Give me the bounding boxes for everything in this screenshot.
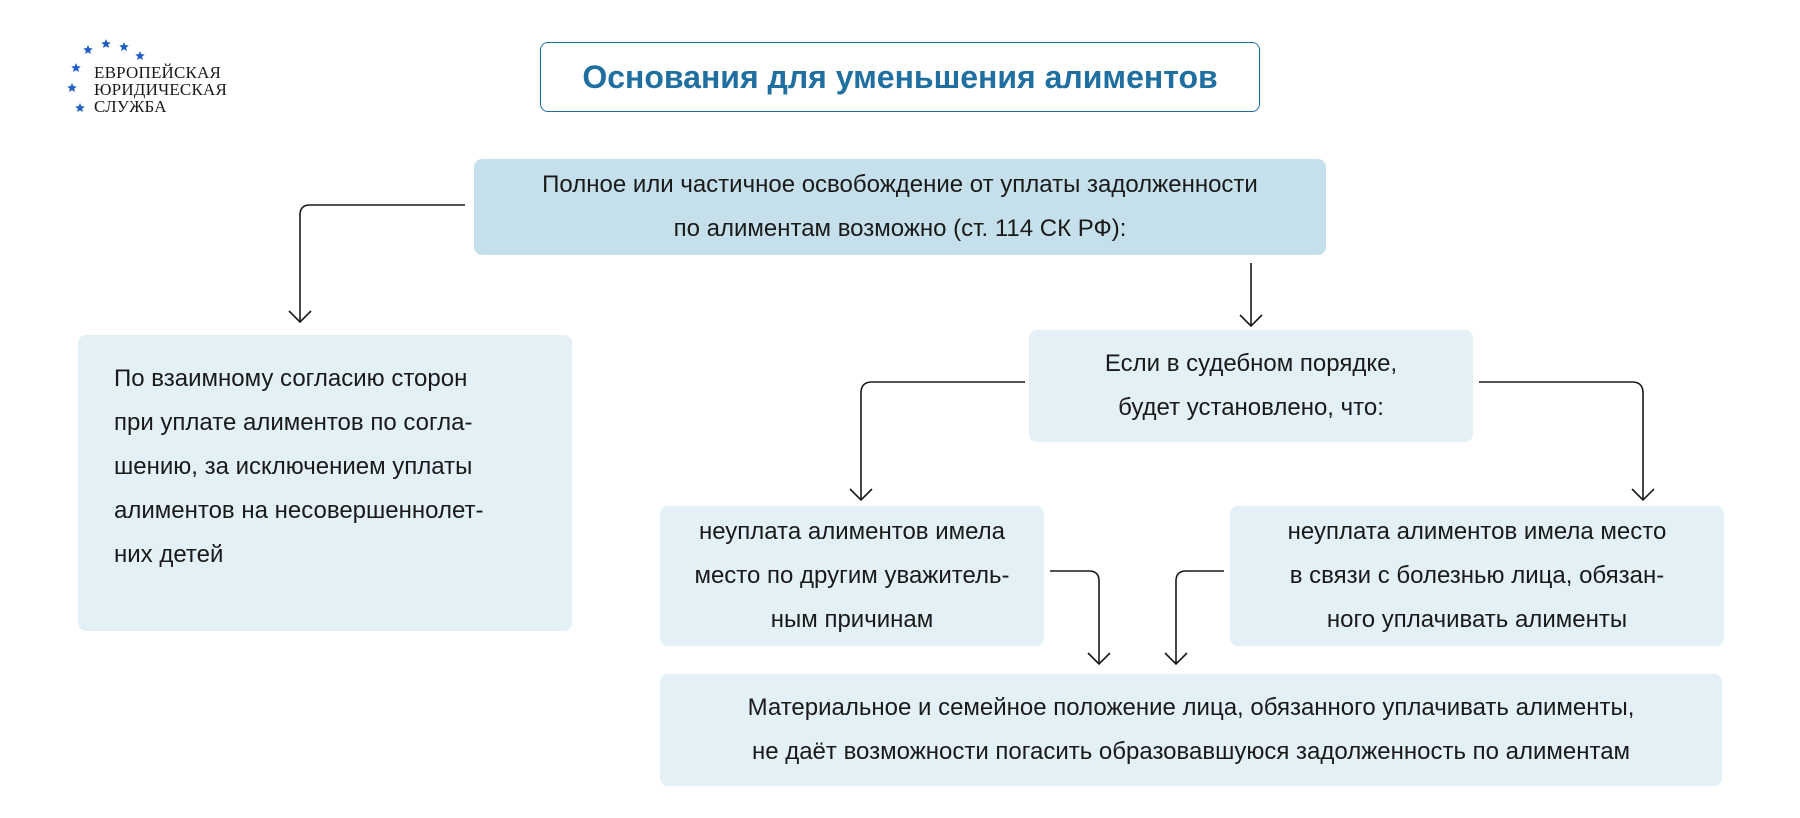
mutual-agreement-line-5: них детей — [114, 541, 224, 568]
material-situation-line-1: Материальное и семейное положение лица, … — [747, 694, 1635, 721]
page-title: Основания для уменьшения алиментов — [582, 58, 1218, 95]
valid-reasons-line-3: ным причинам — [770, 606, 934, 633]
mutual-agreement-line-4: алиментов на несовершеннолет- — [114, 497, 484, 524]
logo-line-3: СЛУЖБА — [94, 97, 167, 116]
title-box: Основания для уменьшения алиментов — [540, 42, 1260, 112]
arrow-illness-to-material — [1175, 570, 1224, 664]
main-condition-line-1: Полное или частичное освобождение от упл… — [542, 171, 1258, 198]
mutual-agreement-line-2: при уплате алиментов по согла- — [114, 409, 473, 436]
valid-reasons-line-1: неуплата алиментов имела — [698, 518, 1006, 545]
arrow-main-to-agreement — [299, 204, 465, 322]
main-condition-box: Полное или частичное освобождение от упл… — [474, 159, 1326, 255]
arrowhead-illness-to-material — [1164, 652, 1188, 666]
logo-text: ЕВРОПЕЙСКАЯ ЮРИДИЧЕСКАЯ СЛУЖБА — [94, 64, 227, 115]
valid-reasons-box: неуплата алиментов имела место по другим… — [660, 506, 1044, 646]
arrow-court-to-illness — [1479, 381, 1644, 500]
logo-star-icon — [71, 63, 81, 73]
illness-line-1: неуплата алиментов имела место — [1287, 518, 1667, 545]
illness-line-3: ного уплачивать алименты — [1326, 606, 1628, 633]
logo-star-icon — [67, 83, 77, 93]
logo-star-icon — [135, 51, 145, 61]
mutual-agreement-box: По взаимному согласию сторон при уплате … — [78, 335, 572, 631]
arrowhead-court-to-illness — [1631, 488, 1655, 502]
material-situation-line-2: не даёт возможности погасить образовавшу… — [751, 738, 1631, 765]
valid-reasons-line-2: место по другим уважитель- — [694, 562, 1010, 589]
arrowhead-main-to-court — [1239, 314, 1263, 328]
court-condition-box: Если в судебном порядке, будет установле… — [1029, 330, 1473, 442]
logo-star-icon — [101, 39, 111, 49]
logo-stars-icon — [67, 39, 145, 113]
logo-line-1: ЕВРОПЕЙСКАЯ — [94, 63, 222, 82]
arrow-reasons-to-material — [1050, 570, 1100, 664]
material-situation-box: Материальное и семейное положение лица, … — [660, 674, 1722, 786]
arrowhead-main-to-agreement — [288, 310, 312, 324]
arrowhead-court-to-reasons — [849, 488, 873, 502]
mutual-agreement-line-3: шению, за исключением уплаты — [114, 453, 473, 480]
logo: ЕВРОПЕЙСКАЯ ЮРИДИЧЕСКАЯ СЛУЖБА — [62, 36, 262, 126]
logo-star-icon — [83, 45, 93, 55]
court-condition-line-2: будет установлено, что: — [1118, 394, 1384, 421]
arrow-court-to-reasons — [860, 381, 1025, 500]
logo-line-2: ЮРИДИЧЕСКАЯ — [94, 80, 228, 99]
court-condition-line-1: Если в судебном порядке, — [1104, 350, 1398, 377]
illness-line-2: в связи с болезнью лица, обязан- — [1289, 562, 1665, 589]
mutual-agreement-line-1: По взаимному согласию сторон — [114, 365, 468, 392]
arrowhead-reasons-to-material — [1087, 652, 1111, 666]
logo-star-icon — [75, 103, 85, 113]
main-condition-line-2: по алиментам возможно (ст. 114 СК РФ): — [673, 215, 1127, 242]
illness-box: неуплата алиментов имела место в связи с… — [1230, 506, 1724, 646]
logo-star-icon — [119, 42, 129, 52]
